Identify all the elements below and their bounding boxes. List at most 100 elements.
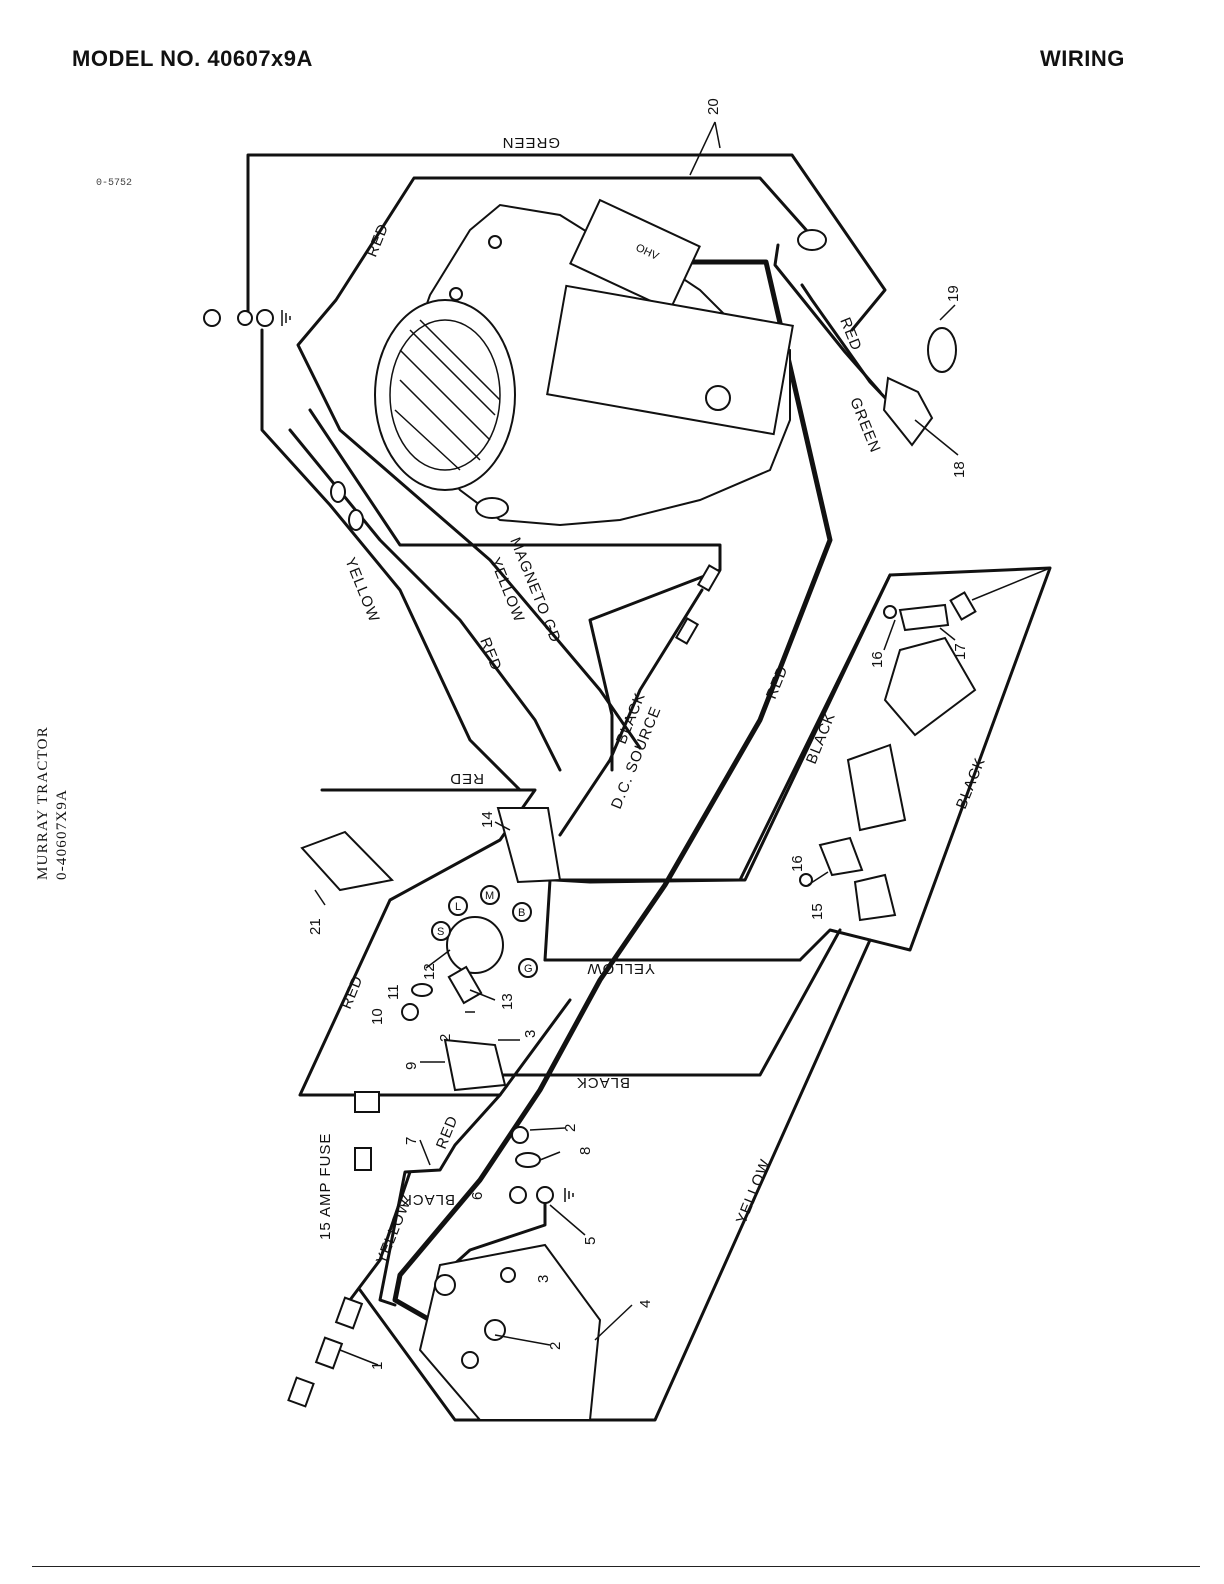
air-filter-housing — [546, 284, 794, 436]
fuse-icon — [354, 1147, 372, 1171]
ground-symbol-icon — [281, 310, 291, 326]
label-yellow-left: YELLOW — [341, 555, 382, 625]
wire-magneto — [308, 408, 722, 772]
battery-ground-icon — [564, 1188, 574, 1202]
ignition-terminals: S L M B G — [431, 885, 538, 978]
callout-12: 12 — [421, 963, 438, 980]
model-number: MODEL NO. 40607x9A — [72, 46, 313, 71]
boot-8-icon — [515, 1152, 541, 1168]
callout-18: 18 — [951, 461, 968, 478]
connector-1-icon — [314, 1336, 344, 1370]
label-red-panel: RED — [338, 973, 367, 1012]
wire-green-light — [800, 283, 894, 407]
callout-2b: 2 — [437, 1034, 454, 1042]
label-red-right: RED — [763, 663, 792, 702]
valve-cover — [569, 198, 701, 312]
terminal-5-icon — [536, 1186, 554, 1204]
bolt-3-icon — [500, 1267, 516, 1283]
callouts: 1 2 2 2 3 3 4 5 6 7 8 9 10 11 12 13 14 1… — [307, 98, 969, 1370]
wires — [246, 153, 1052, 1422]
callout-15: 15 — [809, 903, 826, 920]
seat-switch-17-icon — [898, 603, 950, 632]
wire-red-fuse — [378, 1093, 502, 1307]
bolt-6-icon — [509, 1186, 527, 1204]
callout-7: 7 — [403, 1137, 420, 1145]
wire-dc-source — [558, 588, 704, 837]
ignition-switch-icon — [446, 916, 504, 974]
seat-switch-plate-icon — [883, 636, 977, 737]
seat-connector-icon — [949, 591, 977, 621]
ground-bolt-icon — [203, 309, 221, 327]
callout-5: 5 — [582, 1237, 599, 1245]
ground-washer-icon — [237, 310, 253, 326]
callout-1: 1 — [369, 1362, 386, 1370]
fuse-holder-icon — [354, 1091, 380, 1113]
terminal-s: S — [437, 926, 444, 938]
ring-11-icon — [411, 983, 433, 997]
terminal-b: B — [518, 907, 525, 919]
label-red-upper: RED — [449, 770, 484, 787]
parts: S L M B G — [203, 229, 1051, 1421]
engine: OHV — [374, 198, 794, 527]
screw-16b-icon — [883, 605, 897, 619]
bulb-icon — [927, 327, 957, 373]
callout-10: 10 — [369, 1008, 386, 1025]
label-black-battery: BLACK — [401, 1191, 455, 1208]
connector-20-icon — [797, 229, 827, 251]
bracket-icon — [846, 743, 907, 832]
callout-11: 11 — [385, 984, 402, 1000]
label-black-cross: BLACK — [576, 1074, 630, 1091]
label-red-mid: RED — [476, 635, 505, 674]
callout-6: 6 — [469, 1192, 486, 1200]
cable-starter — [392, 259, 833, 1323]
magneto-connector-icon — [330, 481, 346, 503]
wire-green-top — [246, 153, 887, 332]
callout-13: 13 — [499, 993, 516, 1010]
label-fuse: 15 AMP FUSE — [317, 1133, 334, 1240]
dc-plug-icon — [696, 564, 722, 592]
label-red-top: RED — [363, 221, 392, 260]
callout-16a: 16 — [789, 855, 806, 872]
callout-20: 20 — [705, 98, 722, 115]
terminal-m: M — [485, 890, 494, 902]
callout-19: 19 — [945, 285, 962, 302]
label-yellow-cross: YELLOW — [586, 960, 655, 977]
callout-9: 9 — [403, 1062, 420, 1070]
switch-21-icon — [300, 830, 395, 892]
wire-black-cross — [493, 928, 842, 1077]
wire-black-battery — [448, 1193, 547, 1270]
wire-red-mid — [288, 428, 562, 772]
wire-red-top — [296, 176, 810, 750]
magneto-connector-2-icon — [348, 509, 364, 531]
nut-2-icon — [511, 1126, 529, 1144]
callout-2a: 2 — [547, 1342, 564, 1350]
label-green-light: GREEN — [846, 395, 884, 455]
label-red-fuse: RED — [433, 1113, 462, 1152]
ground-terminal-icon — [256, 309, 274, 327]
module-14-icon — [496, 807, 562, 884]
label-yellow-lower: YELLOW — [733, 1157, 774, 1227]
callout-4: 4 — [637, 1300, 654, 1308]
callout-16b: 16 — [869, 651, 886, 668]
drawing-number: 0-5752 — [96, 178, 133, 189]
wire-yellow-fuse — [348, 1170, 412, 1302]
dc-plug-2-icon — [674, 617, 700, 645]
callout-21: 21 — [307, 918, 324, 935]
wire-red-right — [543, 573, 892, 884]
switch-plunger-icon — [853, 873, 897, 922]
switch-15-icon — [818, 836, 864, 877]
footer-rule — [32, 1566, 1200, 1567]
wire-yellow-left — [260, 328, 522, 792]
callout-14: 14 — [479, 811, 496, 828]
label-green-top: GREEN — [502, 134, 560, 151]
callout-17: 17 — [952, 643, 969, 660]
section-title: WIRING — [1040, 46, 1125, 71]
callout-2c: 2 — [562, 1124, 579, 1132]
solenoid-icon — [443, 1038, 507, 1092]
callout-8: 8 — [577, 1147, 594, 1155]
callout-3a: 3 — [522, 1030, 539, 1038]
terminal-l: L — [455, 901, 461, 913]
battery-icon — [418, 1243, 602, 1421]
nut-10-icon — [401, 1003, 419, 1021]
light-socket-icon — [882, 376, 934, 447]
